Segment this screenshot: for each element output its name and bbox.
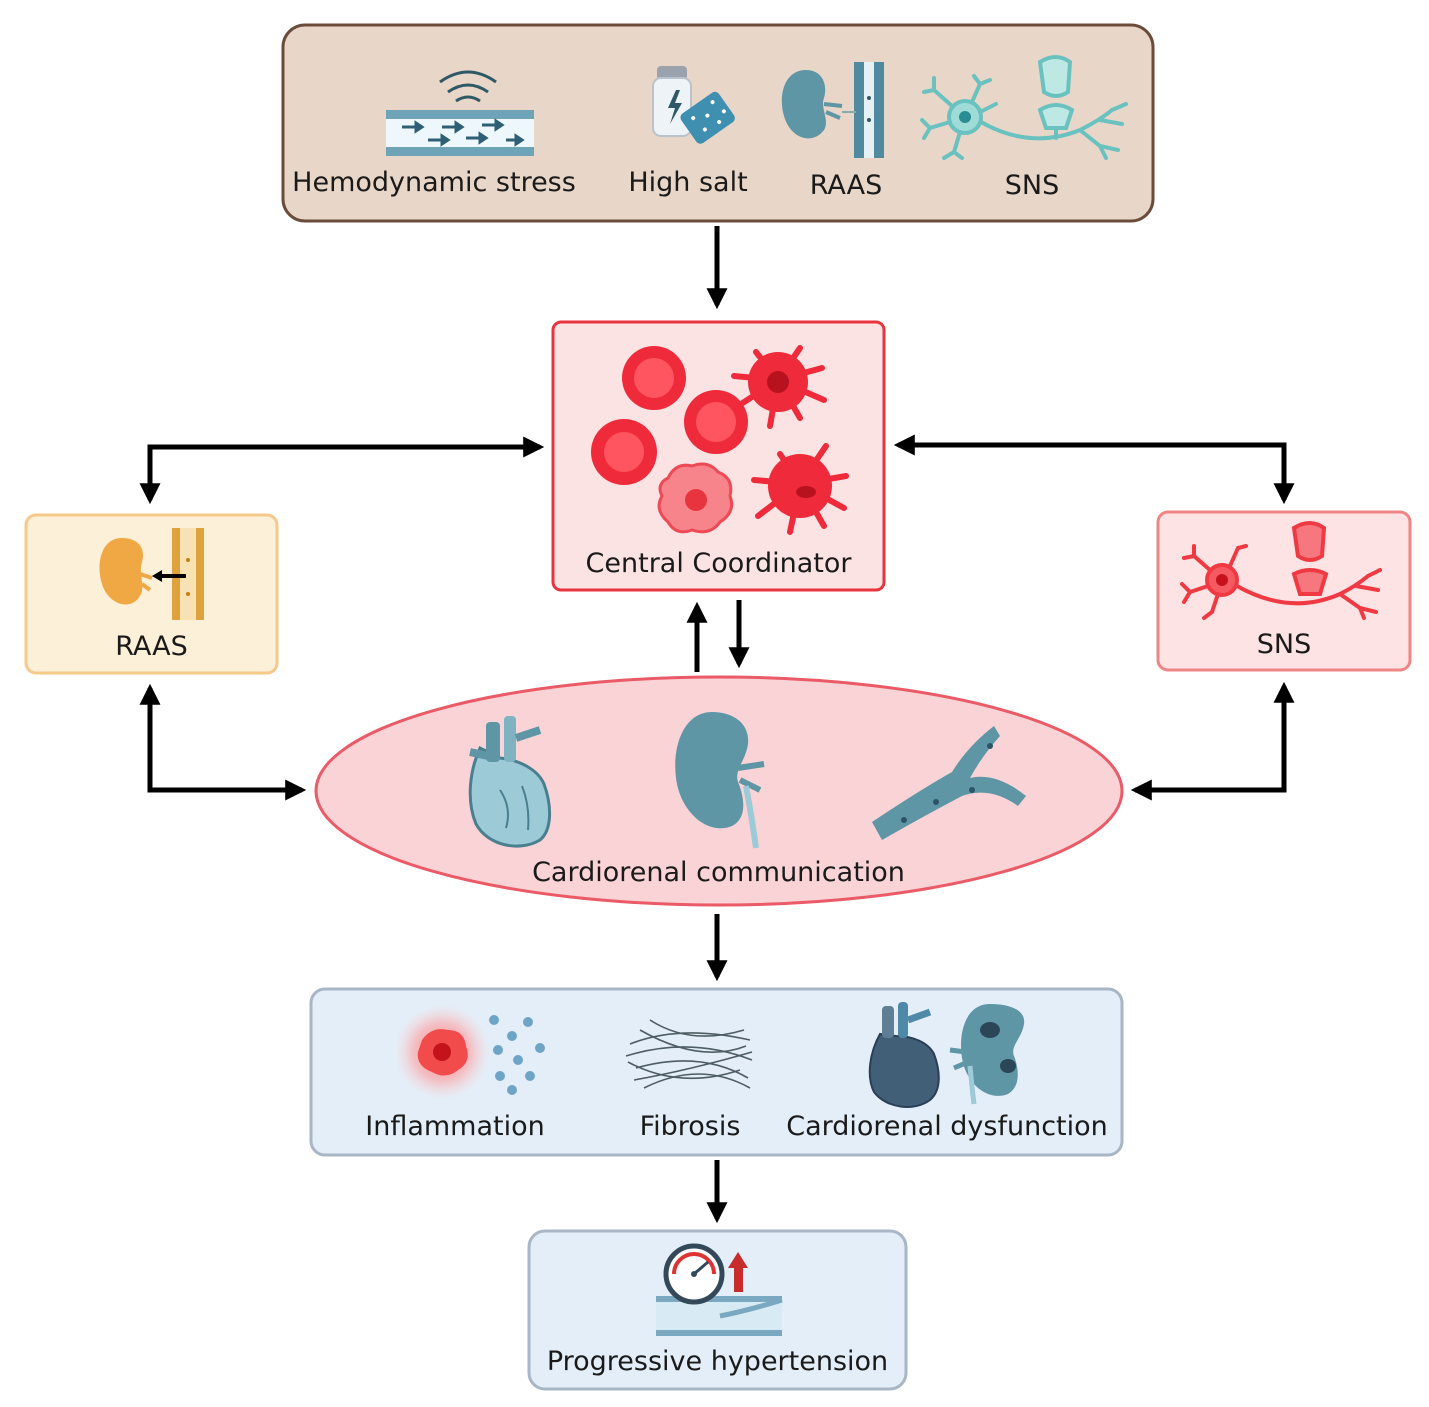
arrow-sns-central xyxy=(893,434,1295,505)
arrow-sns-cardiorenal xyxy=(1130,681,1295,801)
dendritic-cell xyxy=(731,345,827,429)
blood-vessel-flow-icon xyxy=(386,70,534,156)
damaged-heart-kidney-icon xyxy=(868,1002,1025,1108)
outcomes-box xyxy=(309,987,1124,1157)
outcome-label-cardiorenal-dysfunction: Cardiorenal dysfunction xyxy=(786,1111,1108,1142)
hypertension-label: Progressive hypertension xyxy=(546,1346,889,1377)
dendritic-cell xyxy=(751,443,849,535)
sns-box xyxy=(1156,510,1412,672)
sns-label: SNS xyxy=(1256,629,1312,660)
neuron-synapse-icon xyxy=(920,55,1128,160)
outcome-label-fibrosis: Fibrosis xyxy=(639,1111,741,1142)
stressor-label-raas: RAAS xyxy=(809,170,883,201)
red-blood-cell xyxy=(684,390,748,454)
fibrosis-fibers-icon xyxy=(625,1019,753,1089)
stressor-label-sns: SNS xyxy=(1004,170,1060,201)
heart-icon xyxy=(468,716,551,848)
neuron-synapse-icon xyxy=(1180,521,1382,620)
stressor-label-hemodynamic-stress: Hemodynamic stress xyxy=(292,167,576,198)
stressor-label-high-salt: High salt xyxy=(628,167,748,198)
immune-cells-icon xyxy=(591,345,849,535)
outcome-label-inflammation: Inflammation xyxy=(365,1111,545,1142)
arrow-raas-central xyxy=(139,436,545,505)
cardiorenal-label: Cardiorenal communication xyxy=(532,857,905,888)
raas-label: RAAS xyxy=(115,631,188,662)
blood-vessel-icon xyxy=(872,726,1026,840)
inflamed-cell-icon xyxy=(394,1004,545,1100)
pressure-gauge-icon xyxy=(656,1243,783,1336)
red-blood-cell xyxy=(591,419,657,485)
kidney-vessel-icon xyxy=(781,62,884,158)
activated-platelet xyxy=(657,462,734,534)
central-coordinator-label: Central Coordinator xyxy=(585,548,852,579)
kidney-vessel-icon xyxy=(99,528,204,620)
red-blood-cell xyxy=(622,346,686,410)
raas-box xyxy=(24,513,279,675)
salt-shaker-icon xyxy=(652,66,735,144)
arrow-raas-cardiorenal xyxy=(139,683,307,801)
arrows xyxy=(139,226,1295,1224)
kidney-icon xyxy=(675,712,765,849)
